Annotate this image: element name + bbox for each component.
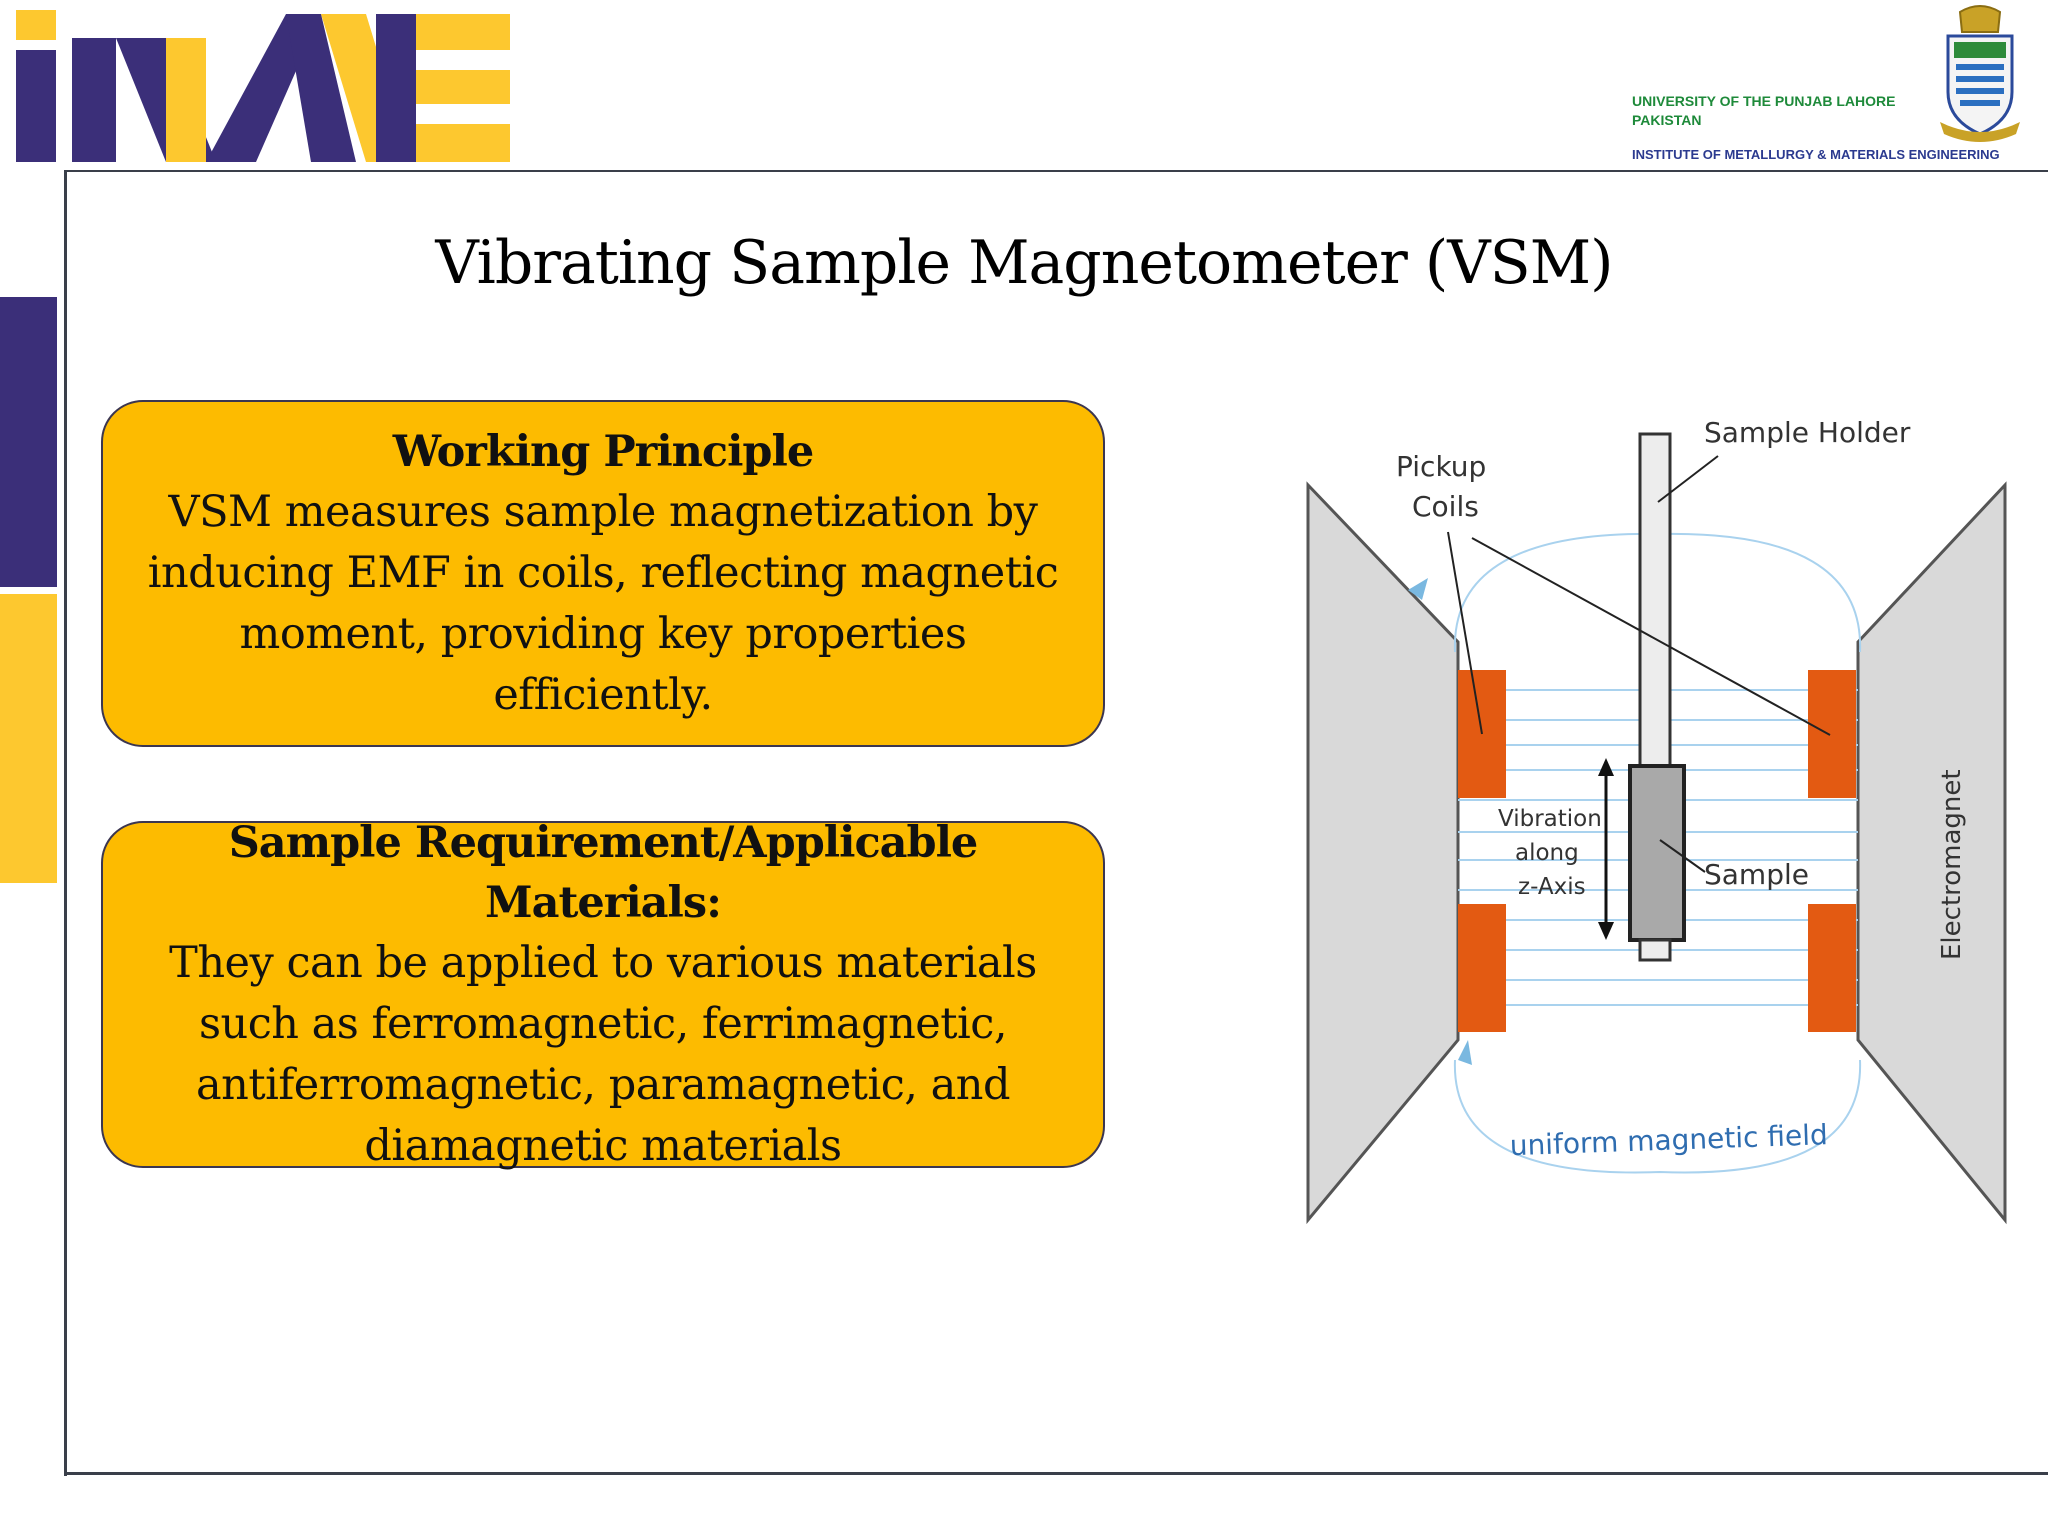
label-sample: Sample [1704,858,1809,891]
institute-name: INSTITUTE OF METALLURGY & MATERIALS ENGI… [1632,147,2000,162]
label-coils: Coils [1412,490,1479,523]
label-sample-holder: Sample Holder [1704,420,1911,449]
sample-requirement-heading: Sample Requirement/Applicable Materials: [228,817,979,928]
field-arrow-bottom [1458,1040,1472,1065]
side-bar-purple [0,297,57,587]
university-line-1: UNIVERSITY OF THE PUNJAB LAHORE [1632,93,1896,109]
label-z-axis: z-Axis [1518,874,1586,900]
inmme-logo [16,10,510,162]
university-name: UNIVERSITY OF THE PUNJAB LAHORE PAKISTAN [1632,92,1932,130]
vsm-diagram: Sample Holder Pickup Coils Vibration alo… [1306,420,2007,1225]
slide-title: Vibrating Sample Magnetometer (VSM) [435,228,1613,298]
frame-bottom-rule [64,1472,2048,1475]
university-crest-icon [1940,5,2020,142]
frame-top-rule [64,170,2048,172]
university-line-2: PAKISTAN [1632,112,1702,128]
field-arrow-top [1408,578,1428,600]
sample-requirement-text: They can be applied to various materials… [169,937,1037,1171]
working-principle-text: VSM measures sample magnetization by ind… [147,486,1059,720]
label-pickup: Pickup [1396,450,1486,483]
sample-leader [1659,839,1706,873]
working-principle-heading: Working Principle [392,426,814,477]
sample-holder-tip [1638,938,1672,962]
sample [1628,764,1686,942]
sample-holder-leader [1657,455,1719,503]
right-pole-piece [1856,481,2007,1225]
left-pole-piece [1306,481,1460,1225]
sample-requirement-box: Sample Requirement/Applicable Materials:… [101,818,1105,1171]
pickup-coil-right-top [1808,670,1856,798]
label-electromagnet: Electromagnet [1937,769,1967,960]
pickup-coil-right-bottom [1808,904,1856,1032]
pickup-leader-2 [1471,537,1831,736]
working-principle-box: Working Principle VSM measures sample ma… [101,400,1105,747]
frame-left-rule [64,170,67,1476]
label-vibration: Vibration [1498,806,1602,832]
sample-holder-rod [1638,432,1672,786]
label-along: along [1515,840,1579,866]
side-bar-yellow [0,594,57,883]
pickup-leader-1 [1447,531,1483,735]
pickup-coil-left-bottom [1458,904,1506,1032]
label-uniform-field: uniform magnetic field [1509,1118,1828,1162]
